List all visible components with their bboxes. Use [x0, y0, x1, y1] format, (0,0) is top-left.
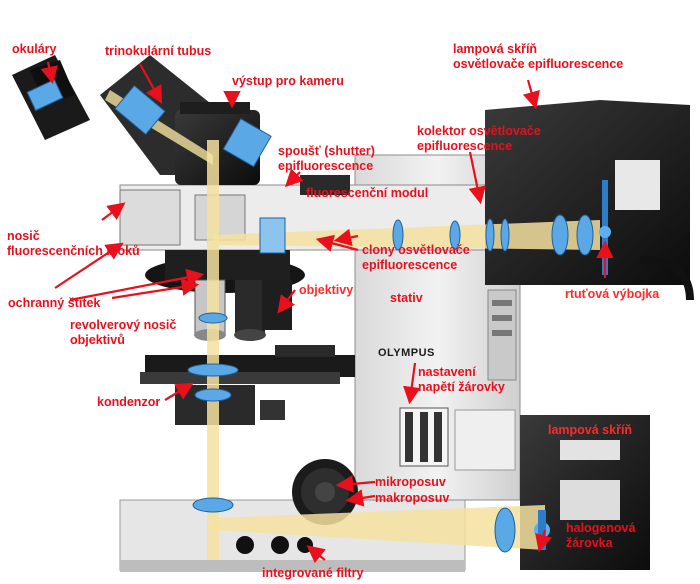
callout-arrows [40, 61, 614, 564]
label-vystup-kamera: výstup pro kameru [232, 74, 344, 88]
label-makroposuv: makroposuv [375, 491, 450, 505]
label-nosic-bloku: nosič fluorescenčních bloků [7, 229, 140, 258]
label-spoust: spoušť (shutter) epifluorescence [278, 144, 375, 173]
label-revolverovy-nosic: revolverový nosič objektivů [70, 318, 177, 347]
halogen-lamp-housing [520, 415, 650, 570]
label-fluorescencni-modul: fluorescenční modul [306, 186, 429, 200]
label-nastaveni-napeti: nastavení napětí žárovky [418, 365, 505, 394]
label-mikroposuv: mikroposuv [375, 475, 446, 489]
label-kolektor: kolektor osvětlovače epifluorescence [417, 124, 541, 153]
filter-knobs [236, 536, 313, 554]
label-rtutova-vybojka: rtuťová výbojka [565, 287, 660, 301]
label-objektivy: objektivy [299, 283, 354, 297]
olympus-logo: OLYMPUS [378, 347, 435, 359]
label-lampova-skrin: lampová skříň [548, 423, 633, 437]
label-okulary: okuláry [12, 42, 57, 56]
light-path-base [213, 505, 545, 550]
label-kondenzor: kondenzor [97, 395, 161, 409]
label-lampova-skrin-epi: lampová skříň osvětlovače epifluorescenc… [453, 42, 624, 71]
label-integrovane-filtry: integrované filtry [262, 566, 364, 580]
specimen-stage [140, 345, 355, 384]
mercury-lamp [599, 180, 611, 275]
label-clony: clony osvětlovače epifluorescence [362, 243, 470, 272]
lens-elements [26, 78, 594, 553]
label-ochranny-stitek: ochranný štítek [8, 296, 101, 310]
label-trinokularni-tubus: trinokulární tubus [105, 44, 212, 58]
condenser-body [175, 385, 285, 425]
label-stativ: stativ [390, 291, 423, 305]
label-halogenova-zarovka: halogenová žárovka [566, 521, 636, 550]
